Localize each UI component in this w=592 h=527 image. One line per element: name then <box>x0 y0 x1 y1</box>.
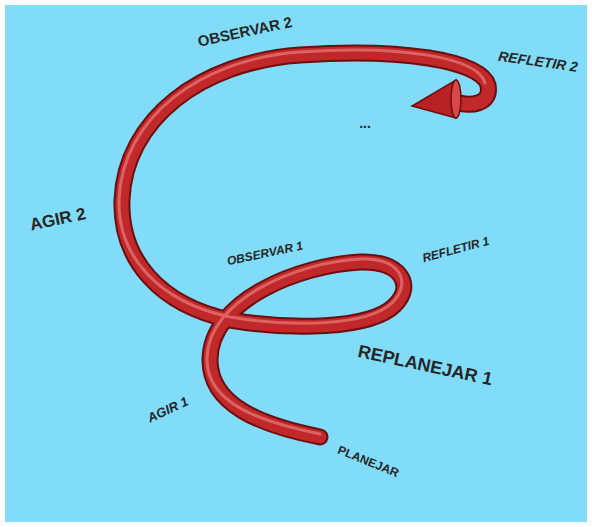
tube-shadow <box>122 53 489 437</box>
background <box>5 5 587 522</box>
step-label: ... <box>359 116 371 131</box>
arrow-cone <box>412 80 456 118</box>
tube-body <box>122 53 489 437</box>
spiral-tube <box>119 50 488 437</box>
cone-base <box>451 80 461 118</box>
